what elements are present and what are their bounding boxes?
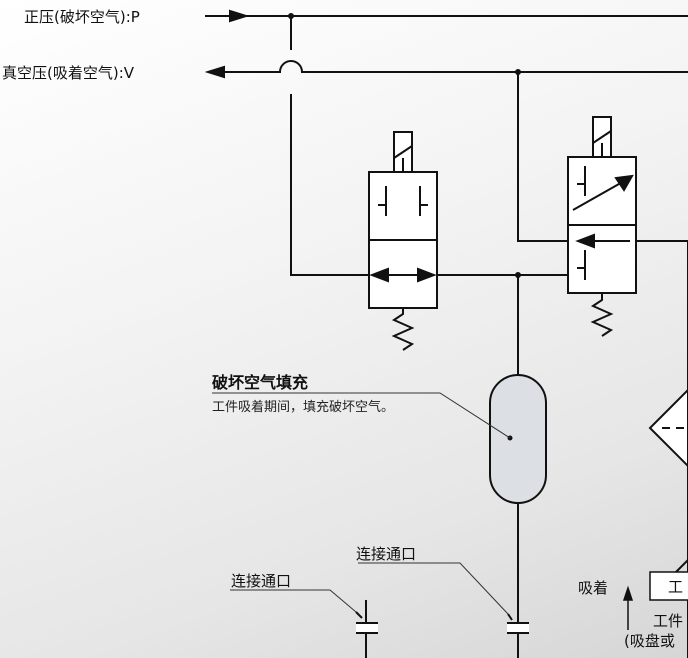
port2-symbol	[507, 622, 529, 634]
positive-pressure-label: 正压(破坏空气):P	[24, 8, 140, 26]
valve-1	[368, 131, 438, 351]
air-tank	[489, 374, 547, 504]
adsorb-label: 吸着	[578, 579, 609, 597]
vacuum-branch-line	[517, 72, 568, 242]
fill-callout-desc: 工件吸着期间，填充破坏空气。	[212, 400, 395, 415]
filter-icon	[648, 388, 688, 573]
port2-label: 连接通口	[356, 545, 417, 563]
port2-leader-tick	[507, 613, 513, 621]
vacuum-pressure-line	[208, 60, 688, 73]
valve-2	[567, 116, 637, 337]
vacuum-pressure-label: 真空压(吸着空气):V	[2, 64, 135, 82]
vacuum-arrow-icon	[204, 65, 225, 79]
fill-callout-leader	[212, 392, 511, 439]
adsorb-arrow-icon	[622, 585, 634, 630]
junction-dot	[515, 272, 521, 278]
workpiece-box-label: 工	[668, 578, 684, 596]
port1-label: 连接通口	[231, 572, 292, 590]
workpiece-sublabel: (吸盘或	[624, 632, 675, 650]
junction-dot	[288, 13, 294, 19]
positive-arrow-icon	[229, 9, 250, 23]
port1-callout-leader	[230, 589, 357, 613]
workpiece-label: 工件	[653, 612, 684, 630]
junction-dot	[515, 69, 521, 75]
positive-branch-line-lower	[290, 94, 369, 276]
workpiece-box	[649, 571, 688, 601]
port1-symbol	[356, 622, 378, 634]
port1-leader-tick	[355, 611, 363, 619]
port2-callout-leader	[358, 562, 509, 615]
fill-callout-title: 破坏空气填充	[212, 373, 309, 392]
